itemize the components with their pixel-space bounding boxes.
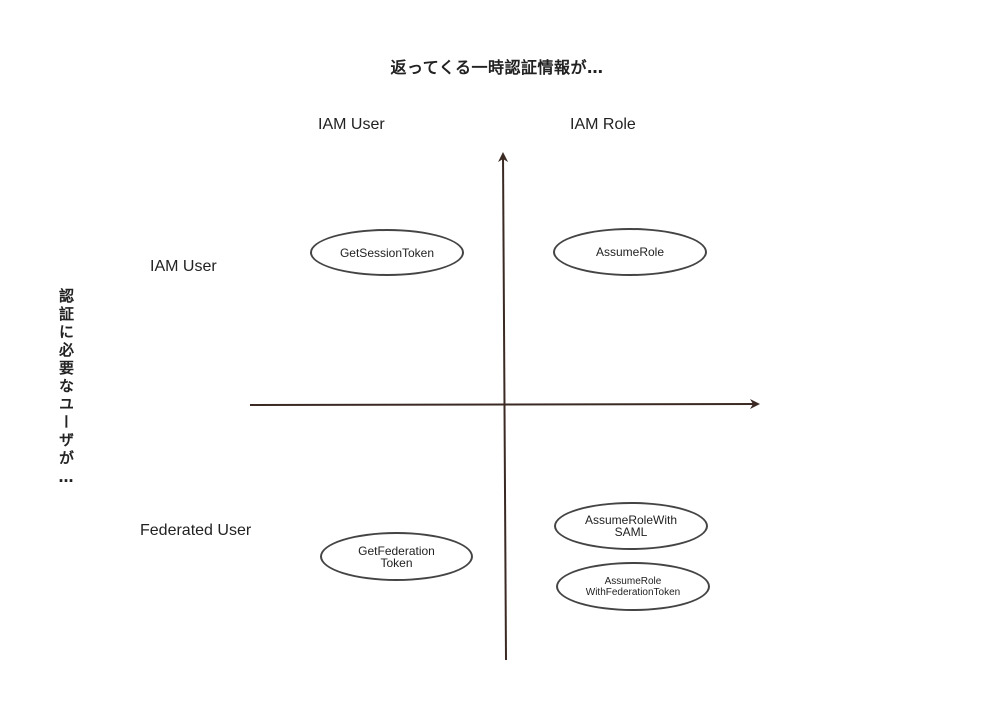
assume-role-node: AssumeRole	[553, 228, 707, 276]
get-session-token-node: GetSessionToken	[310, 229, 464, 276]
assume-role-with-federation-token-label-line1: AssumeRole	[604, 575, 662, 587]
get-federation-token-label-line2: Token	[380, 555, 413, 570]
diagram-title: 返ってくる一時認証情報が…	[390, 58, 604, 77]
column-label-iam-role: IAM Role	[570, 116, 636, 133]
assume-role-label: AssumeRole	[595, 245, 665, 259]
assume-role-with-saml-label-line1: AssumeRoleWith	[584, 513, 678, 527]
get-session-token-label: GetSessionToken	[339, 245, 435, 260]
vertical-axis	[498, 152, 509, 661]
vertical-axis-label: 認証に必要なユーザが…	[57, 288, 75, 489]
row-label-iam-user: IAM User	[150, 258, 217, 275]
get-federation-token-label-line1: GetFederation	[358, 543, 435, 558]
get-federation-token-node: GetFederation Token	[320, 532, 473, 581]
assume-role-with-saml-label-line2: SAML	[614, 525, 648, 539]
assume-role-with-saml-node: AssumeRoleWith SAML	[554, 502, 708, 550]
assume-role-with-federation-token-label-line2: WithFederationToken	[585, 586, 681, 598]
column-label-iam-user: IAM User	[318, 116, 385, 133]
row-label-federated-user: Federated User	[140, 522, 252, 539]
assume-role-with-federation-token-node: AssumeRole WithFederationToken	[556, 562, 710, 611]
